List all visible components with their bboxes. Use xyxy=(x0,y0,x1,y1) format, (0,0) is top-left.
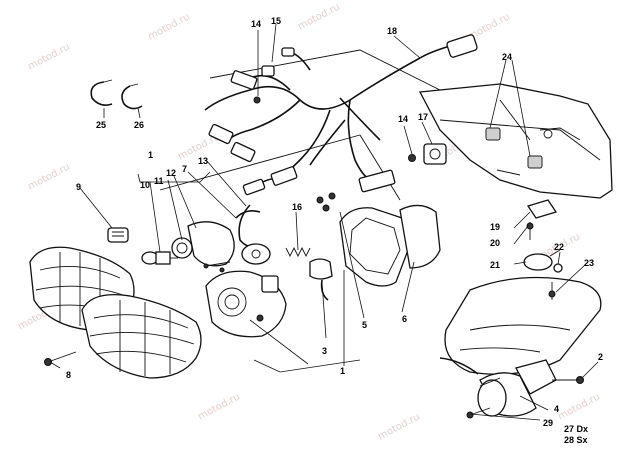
callout-15: 15 xyxy=(271,16,281,26)
assembly-frame xyxy=(159,49,451,201)
turn-signal xyxy=(439,357,584,417)
callout-20: 20 xyxy=(490,238,500,248)
screws-center xyxy=(316,192,336,212)
gasket-6 xyxy=(399,204,441,269)
callout-14-right: 14 xyxy=(398,114,408,124)
screw-14-top xyxy=(253,96,261,104)
bolt-8 xyxy=(44,351,77,366)
cable-13 xyxy=(235,210,261,219)
connector-group xyxy=(208,47,396,196)
callout-28-sx: 28 Sx xyxy=(564,435,588,445)
bracket-17 xyxy=(423,143,447,165)
headlight-unit-3 xyxy=(205,270,287,338)
callout-21: 21 xyxy=(490,260,500,270)
callout-4: 4 xyxy=(554,404,559,414)
rubber-cap-9 xyxy=(107,227,129,243)
watermark-text: motod.ru xyxy=(556,391,602,422)
watermark-text: motod.ru xyxy=(26,161,72,192)
callout-14-top: 14 xyxy=(251,19,261,29)
callout-19: 19 xyxy=(490,222,500,232)
callout-13: 13 xyxy=(198,156,208,166)
callout-26: 26 xyxy=(134,120,144,130)
callout-5: 5 xyxy=(362,320,367,330)
screw-29 xyxy=(466,407,491,419)
callout-3: 3 xyxy=(322,346,327,356)
reflector-12 xyxy=(187,221,235,267)
washer-22 xyxy=(553,263,563,273)
leader-lines xyxy=(49,23,599,421)
callout-6: 6 xyxy=(402,314,407,324)
support-bracket xyxy=(418,83,613,199)
callout-12: 12 xyxy=(166,168,176,178)
fairing-panel xyxy=(444,276,602,375)
fastener-7 xyxy=(203,243,271,273)
callout-24: 24 xyxy=(502,52,512,62)
watermark-text: motod.ru xyxy=(376,411,422,442)
callout-labels: 14 15 18 24 25 26 14 17 1 13 9 10 11 12 … xyxy=(66,16,603,445)
screw-23 xyxy=(548,282,556,300)
screw-14-right xyxy=(408,154,416,162)
plug-connector xyxy=(309,258,333,301)
callout-7: 7 xyxy=(182,164,187,174)
callout-1-top: 1 xyxy=(148,150,153,160)
headlight-frame-5 xyxy=(339,207,410,287)
clip-25 xyxy=(90,79,113,106)
callout-11: 11 xyxy=(154,176,164,186)
bulb-socket-11 xyxy=(171,237,193,259)
callout-18: 18 xyxy=(387,26,397,36)
watermark-text: motod.ru xyxy=(196,391,242,422)
callout-9: 9 xyxy=(76,182,81,192)
callout-1-bottom: 1 xyxy=(340,366,345,376)
callout-8: 8 xyxy=(66,370,71,380)
callout-2: 2 xyxy=(598,352,603,362)
callout-25: 25 xyxy=(96,120,106,130)
callout-27-dx: 27 Dx xyxy=(564,424,588,434)
callout-10: 10 xyxy=(140,180,150,190)
spring-16 xyxy=(285,246,311,258)
watermark-text: motod.ru xyxy=(146,11,192,42)
callout-17: 17 xyxy=(418,112,428,122)
bracket-19 xyxy=(526,199,558,219)
headlight-lens-right xyxy=(81,293,202,379)
callout-29: 29 xyxy=(543,418,553,428)
screw-20 xyxy=(526,222,534,240)
watermark-text: motod.ru xyxy=(26,41,72,72)
callout-23: 23 xyxy=(584,258,594,268)
callout-22: 22 xyxy=(554,242,564,252)
clip-26 xyxy=(121,83,143,110)
bulb-10 xyxy=(141,251,178,265)
watermark-text: motod.ru xyxy=(296,1,342,32)
callout-16: 16 xyxy=(292,202,302,212)
